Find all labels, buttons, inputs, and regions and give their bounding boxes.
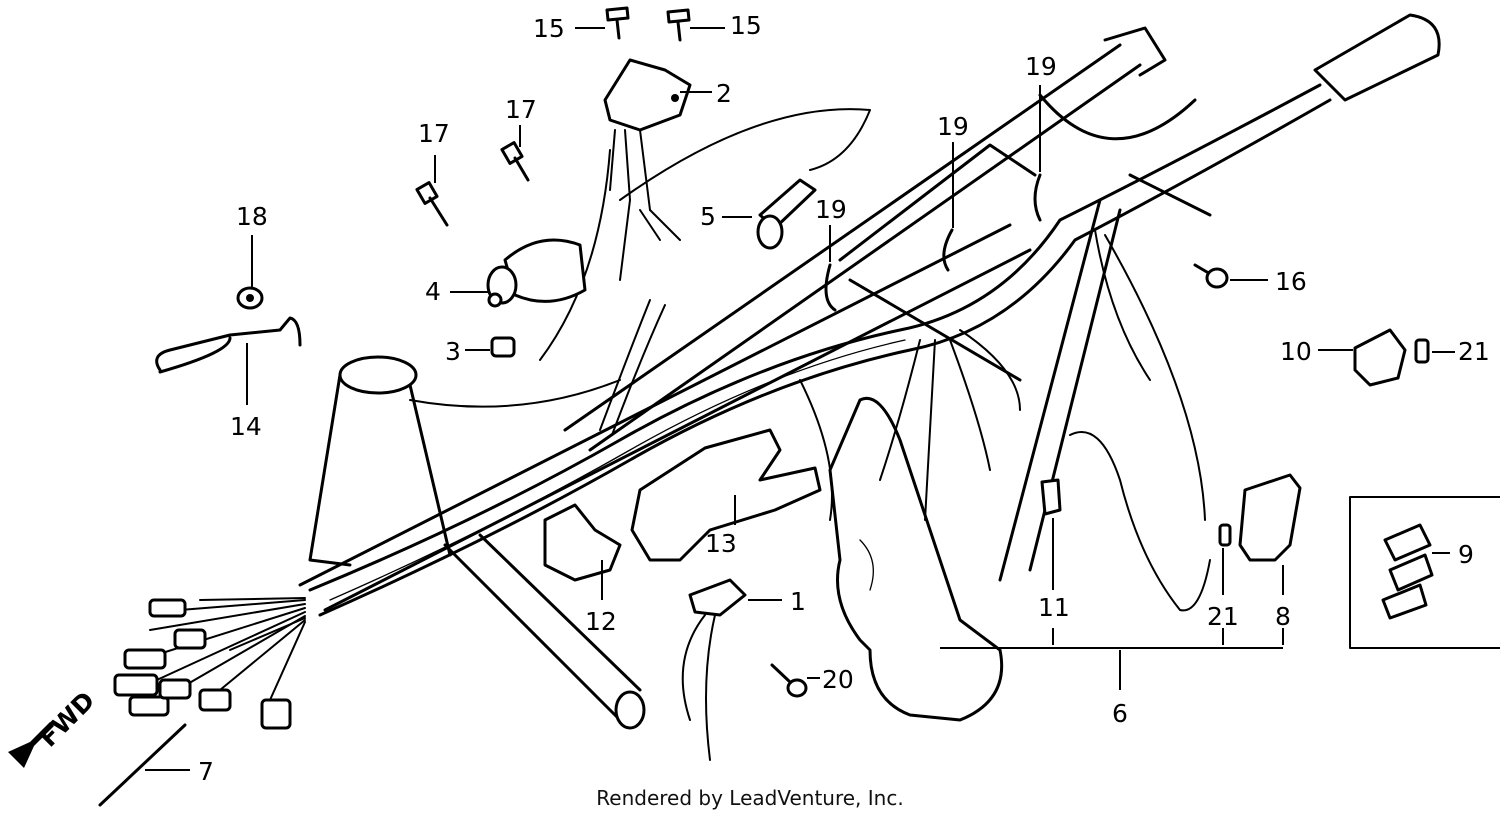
group-bracket-6 [940, 628, 1284, 690]
callout-16: 16 [1275, 267, 1307, 296]
part-16-screw [1193, 263, 1229, 289]
callout-13: 13 [705, 529, 737, 558]
main-wire-harness [113, 83, 1332, 730]
callout-18: 18 [236, 202, 268, 231]
callout-3: 3 [445, 337, 461, 366]
part-7-probe [98, 723, 187, 807]
fwd-label: FWD [34, 686, 101, 753]
callout-2: 2 [716, 79, 732, 108]
part-6-sub-harness [1069, 431, 1211, 612]
callout-11: 11 [1038, 593, 1070, 622]
part-15-screws [605, 6, 691, 42]
part-10-relay [1353, 328, 1407, 387]
credit-text: Rendered by LeadVenture, Inc. [596, 786, 904, 810]
part-17-bolts [415, 141, 530, 227]
fwd-arrow: FWD [8, 686, 100, 768]
part-1-sensor [681, 578, 747, 761]
callout-17b: 17 [505, 95, 537, 124]
callout-19c: 19 [1025, 52, 1057, 81]
part-4-ignition-coil [486, 238, 587, 308]
callout-1: 1 [790, 587, 806, 616]
callout-19b: 19 [937, 112, 969, 141]
callout-17a: 17 [418, 119, 450, 148]
callout-21b: 21 [1207, 602, 1239, 631]
callout-15a: 15 [533, 14, 565, 43]
callout-4: 4 [425, 277, 441, 306]
part-8-fuse-holder [1238, 473, 1302, 562]
part-2-regulator [603, 58, 692, 281]
callout-20: 20 [822, 665, 854, 694]
part-14-wire-clamp [155, 316, 302, 374]
callout-12: 12 [585, 607, 617, 636]
part-21-fuses [1218, 338, 1430, 547]
motorcycle-frame [298, 13, 1441, 730]
callout-21a: 21 [1458, 337, 1490, 366]
part-9-connector-set [1349, 496, 1500, 649]
leader-lines [145, 27, 1455, 771]
part-19-clamps [824, 173, 1042, 312]
callout-6: 6 [1112, 699, 1128, 728]
part-3-cap [490, 336, 516, 358]
callout-10: 10 [1280, 337, 1312, 366]
callout-7: 7 [198, 757, 214, 786]
part-5-spark-plug-cap [756, 178, 817, 250]
callout-14: 14 [230, 412, 262, 441]
part-18-nut [236, 286, 264, 310]
callout-numbers: 15 15 2 17 17 18 4 3 5 19 19 19 14 16 10… [198, 11, 1490, 786]
part-11-terminal [1040, 478, 1062, 516]
part-20-screw [770, 663, 808, 698]
callout-19a: 19 [815, 195, 847, 224]
callout-9: 9 [1458, 540, 1474, 569]
callout-15b: 15 [730, 11, 762, 40]
part-12-bracket [543, 503, 622, 582]
callout-5: 5 [700, 202, 716, 231]
part-13-mounting-plate [630, 428, 822, 562]
callout-8: 8 [1275, 602, 1291, 631]
